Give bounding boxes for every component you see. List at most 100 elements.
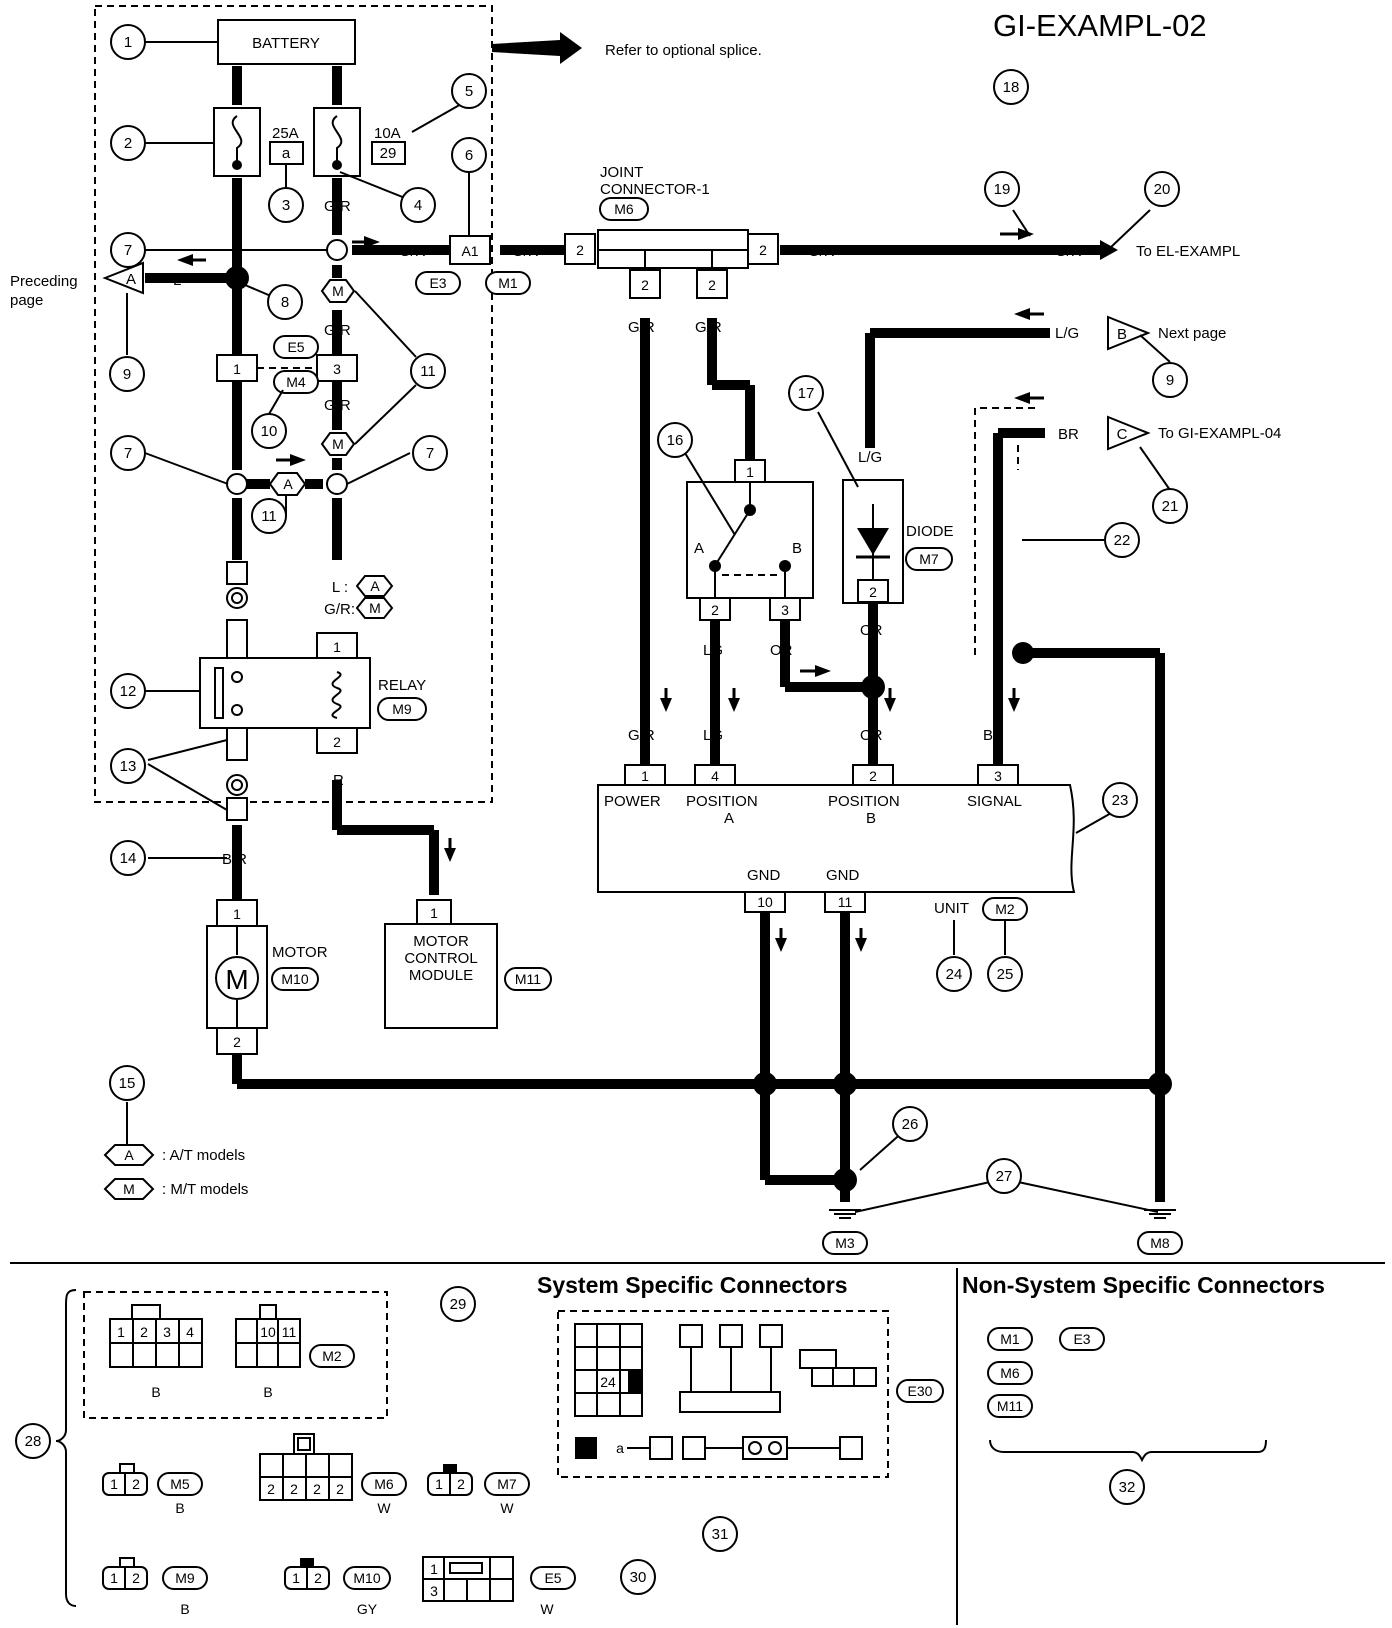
e30-view-frame [557, 1310, 889, 1478]
callout-number: 28 [25, 1433, 42, 1450]
svg-text:MOTOR: MOTOR [413, 933, 469, 950]
callout-circle [620, 1559, 656, 1595]
svg-text:1: 1 [117, 1324, 125, 1340]
refer-note: Refer to optional splice. [605, 42, 762, 59]
option-splice [326, 473, 348, 495]
svg-text:L: L [231, 322, 239, 339]
connector-id-m4: M4 [286, 374, 306, 390]
svg-text:11: 11 [838, 894, 853, 910]
svg-text:L: L [231, 397, 239, 414]
ground-id: M3 [835, 1235, 855, 1251]
svg-text:G/R: G/R [1055, 243, 1082, 260]
callout-number: 16 [667, 432, 684, 449]
svg-text:1: 1 [641, 768, 649, 784]
ground-symbols [829, 1209, 1176, 1219]
svg-text:2: 2 [140, 1324, 148, 1340]
svg-text:OR: OR [860, 727, 883, 744]
splices [225, 245, 1172, 1192]
svg-text:a: a [616, 1440, 624, 1456]
svg-text:2: 2 [336, 1481, 344, 1497]
svg-text:11: 11 [282, 1324, 297, 1340]
callout-number: 1 [124, 34, 132, 51]
svg-text:L/G: L/G [1055, 325, 1079, 342]
svg-text:B: B [151, 1384, 160, 1400]
svg-text:2: 2 [313, 1481, 321, 1497]
svg-text:A: A [126, 271, 136, 288]
offpage-el-label: To EL-EXAMPL [1136, 243, 1240, 260]
joint-connector-title: CONNECTOR-1 [600, 181, 710, 198]
fuse-amp: 10A [374, 125, 401, 142]
fuse-block-outline [94, 5, 493, 803]
svg-text:G/R: G/R [628, 319, 655, 336]
callout-circle [268, 187, 304, 223]
non-system-id: M1 [1000, 1331, 1020, 1347]
callout-circle [1144, 171, 1180, 207]
wire-color-labels: L L L L L G/R G/R G/R G/R G/R G/R G/R G/… [173, 198, 1165, 1146]
callout-number: 30 [630, 1569, 647, 1586]
svg-text:L: L [231, 198, 239, 215]
callout-number: 12 [120, 683, 137, 700]
callout-circle [451, 137, 487, 173]
svg-text:LG: LG [703, 727, 723, 744]
offpage-arrow-b [1107, 315, 1151, 351]
svg-text:B: B [263, 1384, 272, 1400]
callout-number: 13 [120, 758, 137, 775]
bracket-28 [55, 1289, 77, 1607]
connector-id-e5: E5 [287, 339, 304, 355]
relay-box [199, 657, 371, 729]
svg-text:W: W [540, 1601, 554, 1617]
svg-text:3: 3 [333, 361, 341, 377]
callout-number: 22 [1114, 532, 1131, 549]
ground-id: M8 [1150, 1235, 1170, 1251]
callout-number: 21 [1162, 498, 1179, 515]
m9-view-id: M9 [175, 1570, 195, 1586]
svg-text:A: A [724, 810, 734, 827]
fuse-code: a [282, 145, 291, 162]
callout-circle [110, 435, 146, 471]
callout-circle [400, 187, 436, 223]
svg-text:1: 1 [110, 1476, 118, 1492]
option-tags: M M A A M A M [103, 279, 394, 1200]
svg-text:BR: BR [983, 727, 1004, 744]
svg-text:3: 3 [430, 1583, 438, 1599]
svg-text:1: 1 [233, 906, 241, 922]
svg-text:1: 1 [746, 464, 754, 480]
callout-number: 17 [798, 385, 815, 402]
motor-label: MOTOR [272, 944, 328, 961]
svg-text:R: R [429, 870, 440, 887]
svg-text:L: L [173, 272, 181, 289]
svg-text:2: 2 [576, 242, 584, 258]
svg-text:1: 1 [110, 1570, 118, 1586]
switch-label-a: A [694, 540, 704, 557]
wires [145, 66, 1165, 1202]
battery-label: BATTERY [252, 35, 320, 52]
callout-number: 7 [426, 445, 434, 462]
unit-id: M2 [995, 901, 1015, 917]
svg-text:2: 2 [314, 1570, 322, 1586]
svg-text:1: 1 [430, 1561, 438, 1577]
svg-text:1: 1 [435, 1476, 443, 1492]
svg-text:GY: GY [357, 1601, 378, 1617]
diode-label: DIODE [906, 523, 954, 540]
svg-text:2: 2 [290, 1481, 298, 1497]
callout-number: 19 [994, 181, 1011, 198]
m7-view-id: M7 [497, 1476, 517, 1492]
m6-view-id: M6 [374, 1476, 394, 1492]
svg-text:G/R: G/R [399, 243, 426, 260]
callout-number: 23 [1112, 792, 1129, 809]
unit-gnd-label: GND [826, 867, 860, 884]
callout-number: 15 [119, 1075, 136, 1092]
svg-text:2: 2 [641, 277, 649, 293]
callout-number: 9 [123, 366, 131, 383]
switch-label-b: B [792, 540, 802, 557]
svg-text:A: A [283, 476, 293, 492]
svg-text:2: 2 [457, 1476, 465, 1492]
callout-circle [702, 1516, 738, 1552]
arrow-to-el [1100, 240, 1118, 260]
svg-text:2: 2 [711, 602, 719, 618]
svg-text:G/R:: G/R: [324, 601, 355, 618]
callout-circle [1109, 1469, 1145, 1505]
relay-label: RELAY [378, 677, 426, 694]
svg-text:24: 24 [600, 1374, 616, 1390]
